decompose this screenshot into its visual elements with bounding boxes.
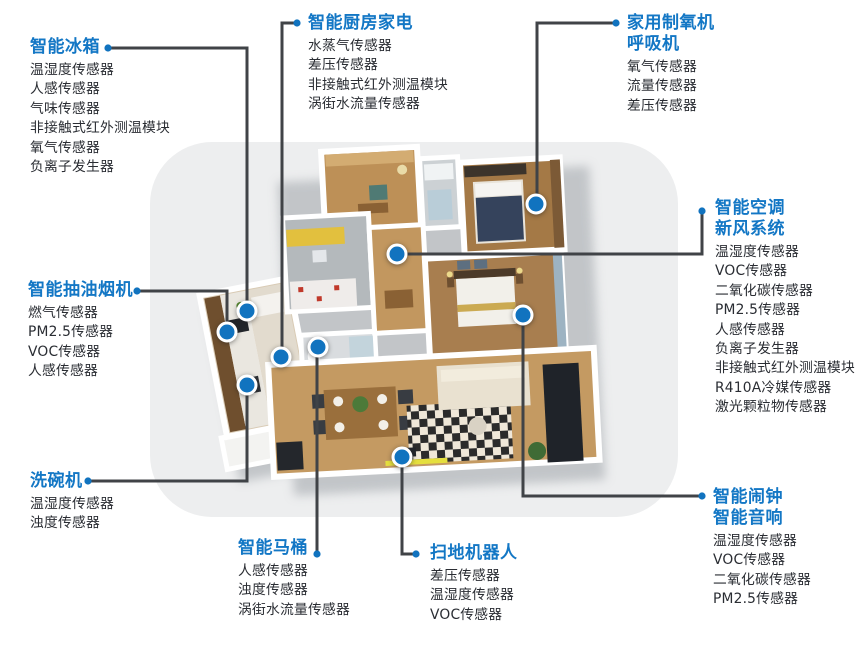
label-fridge: 智能冰箱 温湿度传感器人感传感器气味传感器非接触式红外测温模块氧气传感器负离子发… xyxy=(30,37,170,177)
sensor-item: 温湿度传感器 xyxy=(430,587,514,604)
sensor-item: 人感传感器 xyxy=(715,321,785,338)
sensor-list: 人感传感器浊度传感器涡街水流量传感器 xyxy=(238,562,350,620)
sensor-item: 负离子发生器 xyxy=(715,341,799,358)
label-hvac: 智能空调新风系统 温湿度传感器 VOC传感器二氧化碳传感器 PM2.5传感器人感传感… xyxy=(715,198,855,418)
sensor-list: 氧气传感器流量传感器差压传感器 xyxy=(627,58,715,116)
sensor-item: 负离子发生器 xyxy=(30,159,114,176)
sensor-list: 温湿度传感器人感传感器气味传感器非接触式红外测温模块氧气传感器负离子发生器 xyxy=(30,61,170,177)
sensor-item: 水蒸气传感器 xyxy=(308,38,392,54)
label-title: 智能空调新风系统 xyxy=(715,198,785,239)
sensor-item: 激光颗粒物传感器 xyxy=(715,399,827,416)
label-title: 智能厨房家电 xyxy=(308,13,413,33)
label-title: 智能马桶 xyxy=(238,538,308,558)
sensor-item: PM2.5传感器 xyxy=(28,324,114,341)
label-dot-sweeping-robot xyxy=(412,550,420,558)
sensor-item: VOC传感器 xyxy=(28,343,101,360)
sensor-item: 非接触式红外测温模块 xyxy=(308,76,448,93)
label-kitchen-appliances: 智能厨房家电 水蒸气传感器差压传感器非接触式红外测温模块涡街水流量传感器 xyxy=(308,13,448,115)
sensor-dot-range-hood xyxy=(216,321,238,343)
sensor-item: 差压传感器 xyxy=(308,57,378,74)
sensor-dot-oxygen-machine xyxy=(525,193,547,215)
sensor-item: 人感传感器 xyxy=(28,363,98,380)
sensor-item: 浊度传感器 xyxy=(238,582,308,599)
sensor-dot-kitchen-appliances xyxy=(270,346,292,368)
label-dot-kitchen-appliances xyxy=(293,19,301,27)
sensor-item: 温湿度传感器 xyxy=(713,533,797,549)
sensor-item: PM2.5传感器 xyxy=(713,591,799,608)
sensor-item: VOC传感器 xyxy=(430,606,503,623)
sensor-list: 差压传感器温湿度传感器 VOC传感器 xyxy=(430,567,518,625)
sensor-list: 温湿度传感器 VOC传感器二氧化碳传感器 PM2.5传感器 xyxy=(713,532,811,610)
sensor-item: 二氧化碳传感器 xyxy=(713,571,811,588)
label-title: 智能闹钟智能音响 xyxy=(713,487,783,528)
sensor-list: 水蒸气传感器差压传感器非接触式红外测温模块涡街水流量传感器 xyxy=(308,37,448,115)
sensor-item: 氧气传感器 xyxy=(627,59,697,75)
sensor-item: 流量传感器 xyxy=(627,78,697,95)
sensor-item: 浊度传感器 xyxy=(30,515,100,532)
label-sweeping-robot: 扫地机器人 差压传感器温湿度传感器 VOC传感器 xyxy=(430,543,518,625)
sensor-item: 温湿度传感器 xyxy=(30,496,114,512)
label-title: 智能冰箱 xyxy=(30,37,100,57)
label-dot-oxygen-machine xyxy=(612,19,620,27)
sensor-item: 温湿度传感器 xyxy=(715,244,799,260)
sensor-item: 人感传感器 xyxy=(238,563,308,579)
sensor-dot-dishwasher xyxy=(236,374,258,396)
label-smart-toilet: 智能马桶 人感传感器浊度传感器涡街水流量传感器 xyxy=(238,538,350,620)
sensor-item: 涡街水流量传感器 xyxy=(238,601,350,618)
sensor-item: R410A冷媒传感器 xyxy=(715,379,832,396)
sensor-dot-fridge xyxy=(236,300,258,322)
sensor-item: 涡街水流量传感器 xyxy=(308,96,420,113)
sensor-item: 燃气传感器 xyxy=(28,305,98,321)
label-range-hood: 智能抽油烟机 燃气传感器 PM2.5传感器 VOC传感器人感传感器 xyxy=(28,280,133,382)
sensor-dot-hvac xyxy=(386,243,408,265)
sensor-item: 差压传感器 xyxy=(627,97,697,114)
label-smart-clock: 智能闹钟智能音响 温湿度传感器 VOC传感器二氧化碳传感器 PM2.5传感器 xyxy=(713,487,811,610)
sensor-list: 温湿度传感器 VOC传感器二氧化碳传感器 PM2.5传感器人感传感器负离子发生器非接… xyxy=(715,243,855,418)
sensor-item: VOC传感器 xyxy=(713,552,786,569)
sensor-item: VOC传感器 xyxy=(715,263,788,280)
label-oxygen-machine: 家用制氧机呼吸机 氧气传感器流量传感器差压传感器 xyxy=(627,13,715,116)
label-dot-smart-clock xyxy=(698,492,706,500)
sensor-list: 燃气传感器 PM2.5传感器 VOC传感器人感传感器 xyxy=(28,304,133,382)
label-title: 家用制氧机呼吸机 xyxy=(627,13,715,54)
sensor-dot-smart-clock xyxy=(512,304,534,326)
label-title: 洗碗机 xyxy=(30,471,83,491)
sensor-item: 人感传感器 xyxy=(30,81,100,98)
sensor-item: 非接触式红外测温模块 xyxy=(30,120,170,137)
sensor-dot-smart-toilet xyxy=(307,336,329,358)
label-dishwasher: 洗碗机 温湿度传感器浊度传感器 xyxy=(30,471,114,534)
sensor-item: 气味传感器 xyxy=(30,100,100,117)
sensor-item: 温湿度传感器 xyxy=(30,62,114,78)
sensor-item: 二氧化碳传感器 xyxy=(715,282,813,299)
sensor-dot-sweeping-robot xyxy=(391,446,413,468)
label-title: 智能抽油烟机 xyxy=(28,280,133,300)
sensor-item: 差压传感器 xyxy=(430,568,500,584)
sensor-item: 非接触式红外测温模块 xyxy=(715,360,855,377)
sensor-item: 氧气传感器 xyxy=(30,139,100,156)
sensor-item: PM2.5传感器 xyxy=(715,302,801,319)
label-dot-hvac xyxy=(698,207,706,215)
sensor-list: 温湿度传感器浊度传感器 xyxy=(30,495,114,534)
label-dot-range-hood xyxy=(133,287,141,295)
label-title: 扫地机器人 xyxy=(430,543,518,563)
